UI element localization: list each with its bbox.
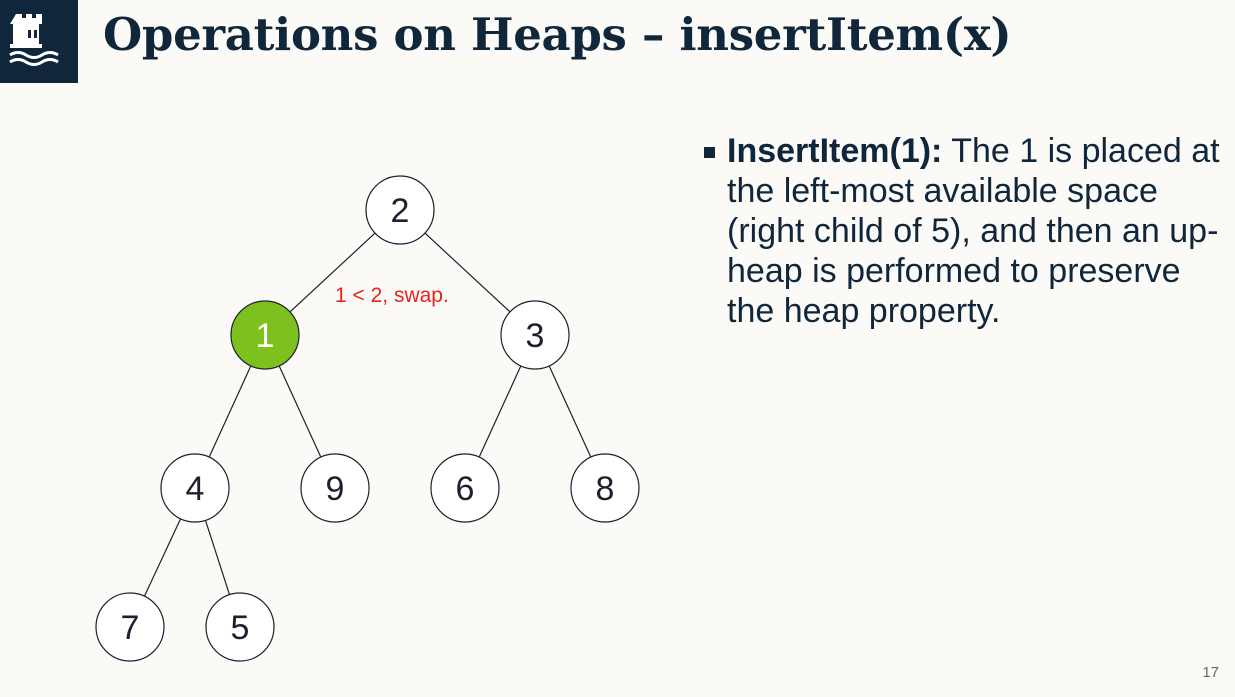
node-circle	[300, 453, 370, 523]
tree-edges	[143, 232, 592, 597]
node-label: 7	[121, 609, 140, 647]
university-logo	[0, 0, 78, 83]
tree-node-8: 8	[570, 453, 640, 523]
tree-edge	[289, 232, 376, 313]
swap-annotation: 1 < 2, swap.	[335, 284, 449, 307]
node-label: 4	[186, 470, 205, 508]
node-label: 1	[256, 317, 275, 355]
tree-edge	[278, 365, 322, 458]
node-circle	[430, 453, 500, 523]
tree-edge	[478, 365, 522, 458]
node-circle	[95, 592, 165, 662]
node-circle	[500, 300, 570, 370]
node-label: 8	[596, 470, 615, 508]
tree-node-2: 2	[365, 175, 435, 245]
node-label: 3	[526, 317, 545, 355]
page-number: 17	[1202, 664, 1219, 681]
tree-node-6: 6	[430, 453, 500, 523]
tree-edge	[204, 520, 231, 595]
tree-edge	[548, 365, 592, 458]
node-label: 6	[456, 470, 475, 508]
tree-node-7: 7	[95, 592, 165, 662]
castle-tower-icon	[9, 14, 59, 66]
tree-node-3: 3	[500, 300, 570, 370]
node-circle	[230, 300, 300, 370]
tree-edge	[143, 518, 182, 597]
bullet-body: The 1 is placed at the left-most availab…	[727, 132, 1220, 330]
node-circle	[365, 175, 435, 245]
tree-edge	[424, 232, 511, 313]
node-circle	[160, 453, 230, 523]
bullet-point: InsertItem(1): The 1 is placed at the le…	[704, 131, 1224, 331]
bullet-heading: InsertItem(1):	[727, 132, 943, 170]
square-bullet-icon	[704, 147, 715, 158]
node-label: 9	[326, 470, 345, 508]
tree-node-9: 9	[300, 453, 370, 523]
node-label: 5	[231, 609, 250, 647]
bullet-text: InsertItem(1): The 1 is placed at the le…	[727, 131, 1224, 331]
tree-nodes: 2 1 3 4 9 6 8 7 5	[95, 175, 640, 662]
tree-node-4: 4	[160, 453, 230, 523]
tree-node-5: 5	[205, 592, 275, 662]
node-label: 2	[391, 192, 410, 230]
heap-tree-diagram: 2 1 3 4 9 6 8 7 5 1 < 2, swap.	[95, 175, 640, 662]
node-circle	[205, 592, 275, 662]
tree-edge	[208, 365, 252, 458]
tree-node-1: 1	[230, 300, 300, 370]
slide-title: Operations on Heaps – insertItem(x)	[103, 8, 1012, 61]
node-circle	[570, 453, 640, 523]
